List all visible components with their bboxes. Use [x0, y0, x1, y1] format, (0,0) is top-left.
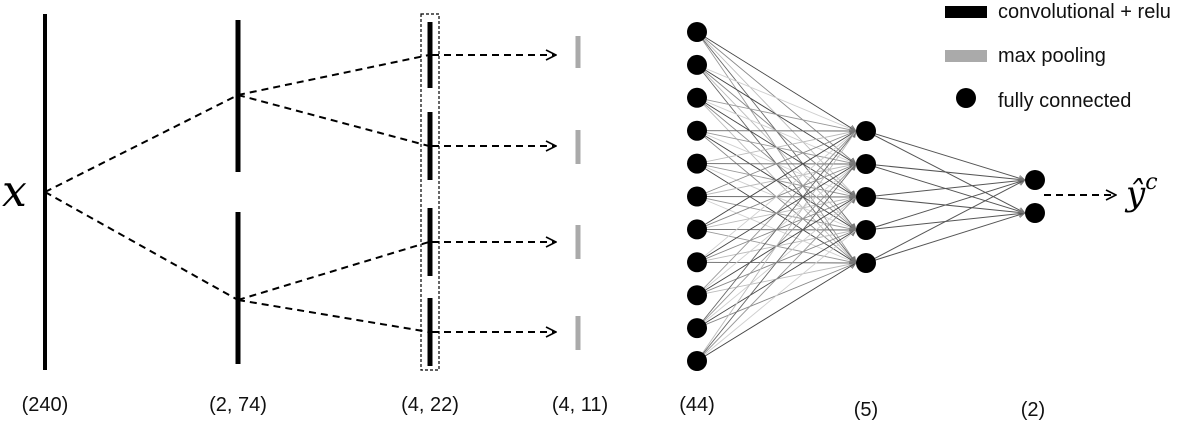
fc-connection [865, 180, 1025, 231]
legend-label-pool: max pooling [998, 45, 1106, 67]
shape-label: (5) [854, 399, 878, 421]
fc-nodes [687, 22, 1045, 371]
fc-connection [696, 31, 856, 131]
fc-node [687, 22, 707, 42]
branch-line [237, 54, 430, 96]
fc-connection [696, 97, 856, 131]
fc-node [687, 153, 707, 174]
fc-connection [696, 197, 856, 362]
shape-label: (2, 74) [209, 394, 267, 416]
fc-connections [696, 31, 1025, 362]
fc-connection [696, 131, 856, 329]
shape-label: (44) [679, 394, 715, 416]
fc-node [687, 219, 707, 240]
fc-node [687, 252, 707, 273]
legend-label-fc: fully connected [998, 90, 1131, 112]
fc-node [687, 120, 707, 141]
black-dot-icon [956, 88, 976, 108]
fc-connection [696, 131, 856, 165]
fc-connection [696, 164, 856, 362]
fc-connection [865, 180, 1025, 198]
branch-line [237, 94, 430, 147]
fc-node [687, 285, 707, 306]
fc-connection [696, 131, 856, 362]
fc-node [856, 187, 876, 207]
fc-node [687, 54, 707, 75]
fc-connection [696, 230, 856, 362]
fc-connection [696, 131, 856, 296]
shape-label: (240) [22, 394, 69, 416]
fc-node [687, 318, 707, 339]
shape-label: (2) [1021, 399, 1045, 421]
shape-label: (4, 22) [401, 394, 459, 416]
fc-node [1025, 170, 1045, 190]
fc-connection [865, 130, 1025, 180]
fc-connection [696, 131, 856, 230]
fc-node [856, 121, 876, 141]
fc-connection [865, 163, 1025, 180]
legend-label-conv: convolutional + relu [998, 1, 1171, 23]
fc-node [1025, 203, 1045, 223]
branch-line [237, 299, 430, 333]
fc-node [856, 253, 876, 273]
fc-node [856, 220, 876, 240]
fc-connection [696, 64, 856, 131]
fc-node [687, 87, 707, 108]
fc-connection [865, 180, 1025, 264]
fc-node [856, 154, 876, 174]
fc-connection [865, 213, 1025, 264]
shape-label: (4, 11) [552, 394, 608, 416]
fc-connection [696, 131, 856, 263]
branch-line [44, 94, 239, 193]
fc-node [687, 351, 707, 371]
fc-connection [696, 131, 856, 197]
fc-connection [696, 263, 856, 362]
branch-line [44, 191, 239, 301]
branch-line [237, 241, 430, 301]
grey-bar-icon [945, 50, 987, 62]
input-symbol: x [2, 166, 27, 217]
legend: convolutional + relu max pooling fully c… [945, 1, 1171, 112]
highlight-box [420, 13, 440, 371]
fc-node [687, 186, 707, 207]
shape-labels: (240) (2, 74) (4, 22) (4, 11) (44) (5) (… [22, 394, 1046, 421]
black-bar-icon [945, 6, 987, 18]
output-symbol: ŷc [1124, 170, 1158, 214]
